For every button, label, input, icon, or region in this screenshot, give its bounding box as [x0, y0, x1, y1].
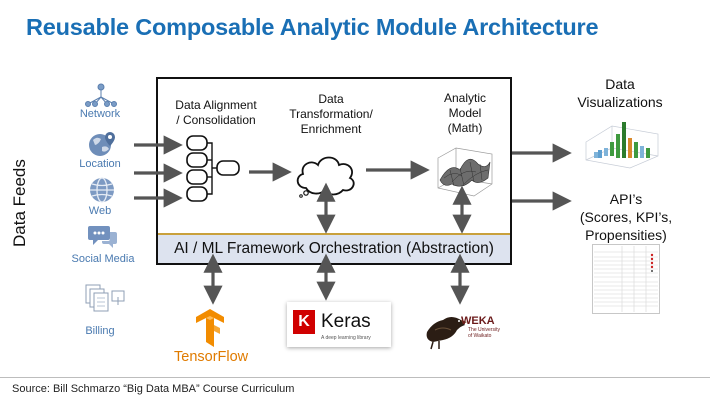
- source-label-social-media: Social Media: [71, 253, 135, 265]
- tensorflow-logo-icon: [196, 309, 224, 347]
- source-label-billing: Billing: [85, 325, 115, 337]
- surface-plot-icon: [437, 147, 493, 197]
- page-title: Reusable Composable Analytic Module Arch…: [26, 14, 599, 40]
- keras-logo: K Keras A deep learning library: [287, 302, 391, 347]
- location-globe-icon: [89, 132, 115, 156]
- stage-label-transformation: Data Transformation/ Enrichment: [289, 92, 373, 136]
- keras-k-badge: K: [293, 310, 315, 334]
- weka-subtitle: The University of Waikato: [468, 327, 500, 339]
- output-label-apis: API’s (Scores, KPI’s, Propensities): [579, 191, 673, 243]
- database-stack-icon: [186, 135, 240, 202]
- keras-tagline: A deep learning library: [321, 335, 371, 341]
- network-icon: [85, 83, 117, 107]
- social-media-chat-icon: [88, 226, 117, 248]
- score-table-icon: [592, 244, 660, 314]
- web-globe-icon: [90, 177, 114, 203]
- tensorflow-label: TensorFlow: [174, 349, 249, 365]
- source-label-location: Location: [79, 158, 121, 170]
- stage-label-alignment: Data Alignment / Consolidation: [175, 98, 257, 127]
- stage-label-model: Analytic Model (Math): [443, 91, 487, 135]
- billing-documents-icon: [85, 284, 125, 312]
- source-citation: Source: Bill Schmarzo “Big Data MBA” Cou…: [0, 377, 710, 395]
- 3d-bar-chart-icon: [585, 122, 659, 169]
- weka-label: WEKA: [461, 315, 495, 327]
- source-label-network: Network: [79, 108, 121, 120]
- output-label-visualizations: Data Visualizations: [577, 76, 663, 110]
- source-label-web: Web: [88, 205, 112, 217]
- keras-label: Keras: [321, 311, 371, 332]
- weka-bird-icon: [426, 317, 467, 350]
